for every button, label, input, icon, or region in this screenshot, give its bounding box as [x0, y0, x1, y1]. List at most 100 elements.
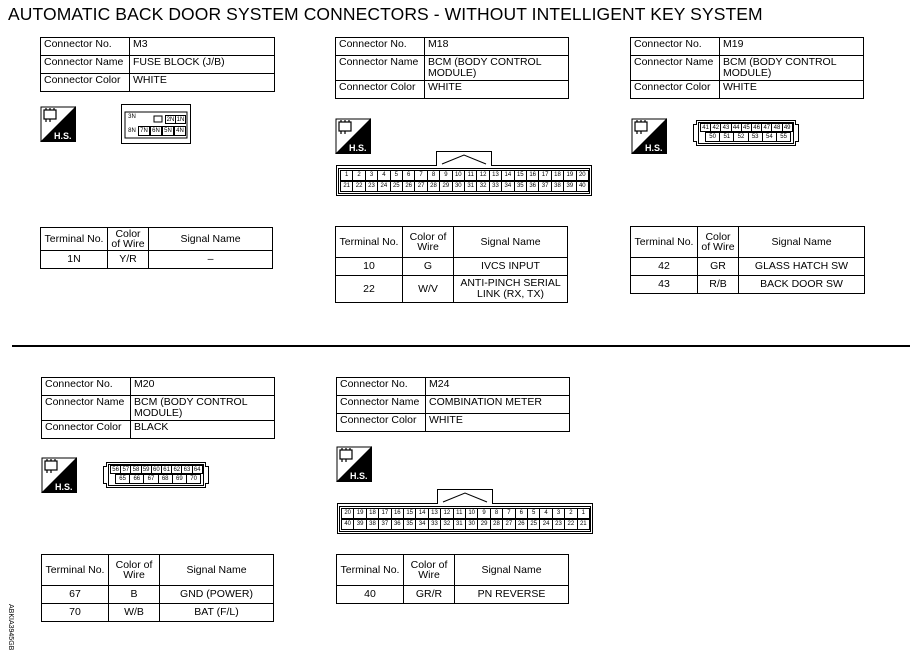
pin-label: 30	[451, 181, 465, 192]
connector-name-label: Connector Name	[335, 55, 425, 81]
pin-label: 21	[576, 519, 590, 530]
pin-label: 16	[390, 508, 404, 519]
color-of-wire-header: Color of Wire	[697, 226, 739, 258]
hs-icon: H.S.	[336, 446, 372, 482]
pin-label: 6	[514, 508, 528, 519]
pin-label: 9	[477, 508, 491, 519]
svg-text:H.S.: H.S.	[645, 143, 663, 153]
connector-name-value: BCM (BODY CONTROL MODULE)	[424, 55, 569, 81]
pin-label: 7	[502, 508, 516, 519]
wire-color: GR/R	[403, 585, 455, 604]
pin-label: 4	[539, 508, 553, 519]
pin-label: 2	[352, 170, 366, 181]
pin-label: 2	[564, 508, 578, 519]
pin-label: 5	[389, 170, 403, 181]
pin-label: 8	[489, 508, 504, 519]
pin-label: 4	[377, 170, 391, 181]
pin-label: 23	[551, 519, 566, 530]
pin-label: 18	[365, 508, 380, 519]
connector-name-label: Connector Name	[336, 395, 426, 414]
pin-label: 27	[502, 519, 516, 530]
wire-color: Y/R	[107, 250, 149, 269]
pin-label: 65	[115, 474, 131, 484]
pin-label: 37	[378, 519, 392, 530]
connector-no-value: M20	[130, 377, 275, 396]
pin-label: 15	[403, 508, 417, 519]
pin-label: 49	[781, 123, 793, 132]
table-row: 22 W/V ANTI-PINCH SERIAL LINK (RX, TX)	[335, 275, 568, 303]
pin-label: 3	[364, 170, 379, 181]
pin-label: 20	[341, 508, 355, 519]
signal-name: IVCS INPUT	[453, 257, 568, 276]
pin-label: 34	[501, 181, 515, 192]
hs-icon: H.S.	[631, 118, 667, 154]
hs-icon: H.S.	[40, 106, 76, 142]
pin-label: 31	[464, 181, 478, 192]
pin-label: 54	[761, 132, 777, 142]
pin-label: 1	[340, 170, 354, 181]
terminal-no: 40	[336, 585, 404, 604]
connector-name-value: BCM (BODY CONTROL MODULE)	[130, 395, 275, 421]
signal-name-header: Signal Name	[159, 554, 274, 586]
wire-color: B	[108, 585, 160, 604]
signal-name: GND (POWER)	[159, 585, 274, 604]
pin-label: 6N	[150, 126, 162, 136]
pin-label: 20	[575, 170, 589, 181]
terminal-no: 10	[335, 257, 403, 276]
connector-no-label: Connector No.	[335, 37, 425, 56]
figure-code: ABKIA3945GB	[7, 604, 14, 651]
connector-no-label: Connector No.	[41, 377, 131, 396]
page-title: AUTOMATIC BACK DOOR SYSTEM CONNECTORS - …	[8, 4, 763, 24]
pin-label: 24	[539, 519, 553, 530]
wire-color: GR	[697, 257, 739, 276]
connector-color-label: Connector Color	[630, 80, 720, 99]
connector-no-value: M19	[719, 37, 864, 56]
color-of-wire-header: Color of Wire	[108, 554, 160, 586]
terminal-no-header: Terminal No.	[630, 226, 698, 258]
signal-name-header: Signal Name	[454, 554, 569, 586]
pin-label: 5	[527, 508, 541, 519]
pin-label: 3N	[126, 113, 138, 123]
pin-label: 50	[705, 132, 721, 142]
connector-no-label: Connector No.	[630, 37, 720, 56]
connector-name-value: BCM (BODY CONTROL MODULE)	[719, 55, 864, 81]
pin-label: 53	[747, 132, 763, 142]
connector-no-value: M18	[424, 37, 569, 56]
pin-label: 19	[353, 508, 367, 519]
pin-label: 14	[415, 508, 429, 519]
pin-label: 52	[733, 132, 749, 142]
pin-label: 24	[377, 181, 391, 192]
connector-no-value: M3	[129, 37, 275, 56]
terminal-no-header: Terminal No.	[41, 554, 109, 586]
connector-no-value: M24	[425, 377, 570, 396]
pin-label: 25	[389, 181, 403, 192]
table-row: 10 G IVCS INPUT	[335, 257, 568, 276]
table-row: 43 R/B BACK DOOR SW	[630, 275, 865, 294]
pin-label: 23	[364, 181, 379, 192]
pin-label: 10	[451, 170, 465, 181]
terminal-table-m18: Terminal No. Color of Wire Signal Name 1…	[335, 226, 568, 303]
table-row: 40 GR/R PN REVERSE	[336, 585, 569, 604]
pin-label: 67	[143, 474, 159, 484]
pin-label: 64	[191, 465, 203, 474]
pin-label: 33	[427, 519, 442, 530]
connector-color-value: BLACK	[130, 420, 275, 439]
wire-color: W/V	[402, 275, 454, 303]
terminal-table-m20: Terminal No. Color of Wire Signal Name 6…	[41, 554, 274, 622]
pin-label: 30	[465, 519, 479, 530]
pin-label: 36	[526, 181, 540, 192]
signal-name: BAT (F/L)	[159, 603, 274, 622]
terminal-table-m19: Terminal No. Color of Wire Signal Name 4…	[630, 226, 865, 294]
table-row: 42 GR GLASS HATCH SW	[630, 257, 865, 276]
connector-no-label: Connector No.	[40, 37, 130, 56]
wire-color: R/B	[697, 275, 739, 294]
pin-label: 25	[527, 519, 541, 530]
wire-color: W/B	[108, 603, 160, 622]
pin-label: 68	[157, 474, 173, 484]
connector-name-label: Connector Name	[40, 55, 130, 74]
wire-color: G	[402, 257, 454, 276]
signal-name-header: Signal Name	[453, 226, 568, 258]
connector-color-label: Connector Color	[335, 80, 425, 99]
